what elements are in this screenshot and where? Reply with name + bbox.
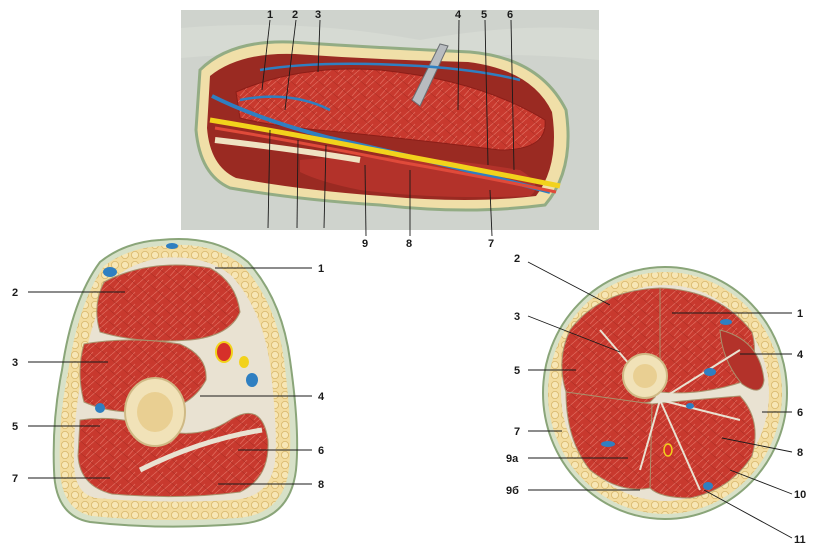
top-panel-labels: 1 2 3 4 5 6 9 8 7 (261, 9, 515, 250)
top-label-3: 3 (315, 9, 321, 21)
top-fascia-strip (214, 137, 361, 163)
left-medial-vessel (95, 403, 105, 413)
left-bone-marrow (137, 392, 173, 432)
top-muscle-belly (235, 68, 546, 151)
right-artery (663, 443, 673, 457)
left-label-8: 8 (318, 479, 324, 491)
right-label-1: 1 (797, 308, 803, 320)
top-label-5: 5 (481, 9, 487, 21)
right-vein-2 (601, 441, 615, 447)
right-label-7: 7 (514, 426, 520, 438)
left-label-4: 4 (318, 391, 325, 403)
left-anterior-muscle (96, 264, 241, 342)
left-artery (215, 341, 233, 363)
right-label-9a: 9а (506, 453, 519, 465)
top-label-7: 7 (488, 238, 494, 250)
right-label-5: 5 (514, 365, 520, 377)
right-muscle-lateral (719, 329, 765, 391)
left-section-labels: 2 3 5 7 1 4 6 8 (12, 263, 325, 491)
top-vein-branch (239, 62, 521, 112)
left-cross-section (52, 237, 299, 528)
right-label-8: 8 (797, 447, 803, 459)
right-bone-marrow (633, 364, 657, 388)
top-dissection-panel (181, 10, 599, 230)
right-vein-5 (686, 403, 694, 409)
right-section-labels: 2 3 5 7 9а 9б 1 4 6 8 10 11 (506, 253, 806, 546)
top-label-8: 8 (406, 238, 412, 250)
left-superficial-vein (103, 267, 117, 277)
left-label-6: 6 (318, 445, 324, 457)
top-label-1: 1 (267, 9, 273, 21)
top-lower-muscle (300, 156, 536, 198)
right-label-4: 4 (797, 349, 804, 361)
right-vein-1 (704, 368, 716, 376)
left-nerve (239, 356, 249, 368)
left-label-5: 5 (12, 421, 18, 433)
left-label-7: 7 (12, 473, 18, 485)
top-vein (211, 94, 551, 194)
left-label-1: 1 (318, 263, 324, 275)
left-label-2: 2 (12, 287, 18, 299)
top-artery (214, 126, 557, 194)
left-vein (246, 373, 258, 387)
right-septa (599, 329, 741, 491)
right-label-10: 10 (794, 489, 806, 501)
right-label-2: 2 (514, 253, 520, 265)
top-label-6: 6 (507, 9, 513, 21)
left-posterior-fascia-band (138, 427, 263, 473)
right-label-6: 6 (797, 407, 803, 419)
right-label-3: 3 (514, 311, 520, 323)
right-muscle-posterior (649, 395, 756, 499)
top-retractor (411, 43, 449, 107)
right-cross-section (542, 266, 788, 520)
top-label-9: 9 (362, 238, 368, 250)
top-label-4: 4 (455, 9, 462, 21)
right-vein-4 (720, 319, 732, 325)
left-label-3: 3 (12, 357, 18, 369)
top-nerve (209, 117, 561, 189)
top-label-2: 2 (292, 9, 298, 21)
right-vein-3 (703, 482, 713, 490)
right-label-11: 11 (794, 534, 806, 546)
right-label-9b: 9б (506, 485, 519, 497)
left-top-vein (166, 243, 178, 249)
